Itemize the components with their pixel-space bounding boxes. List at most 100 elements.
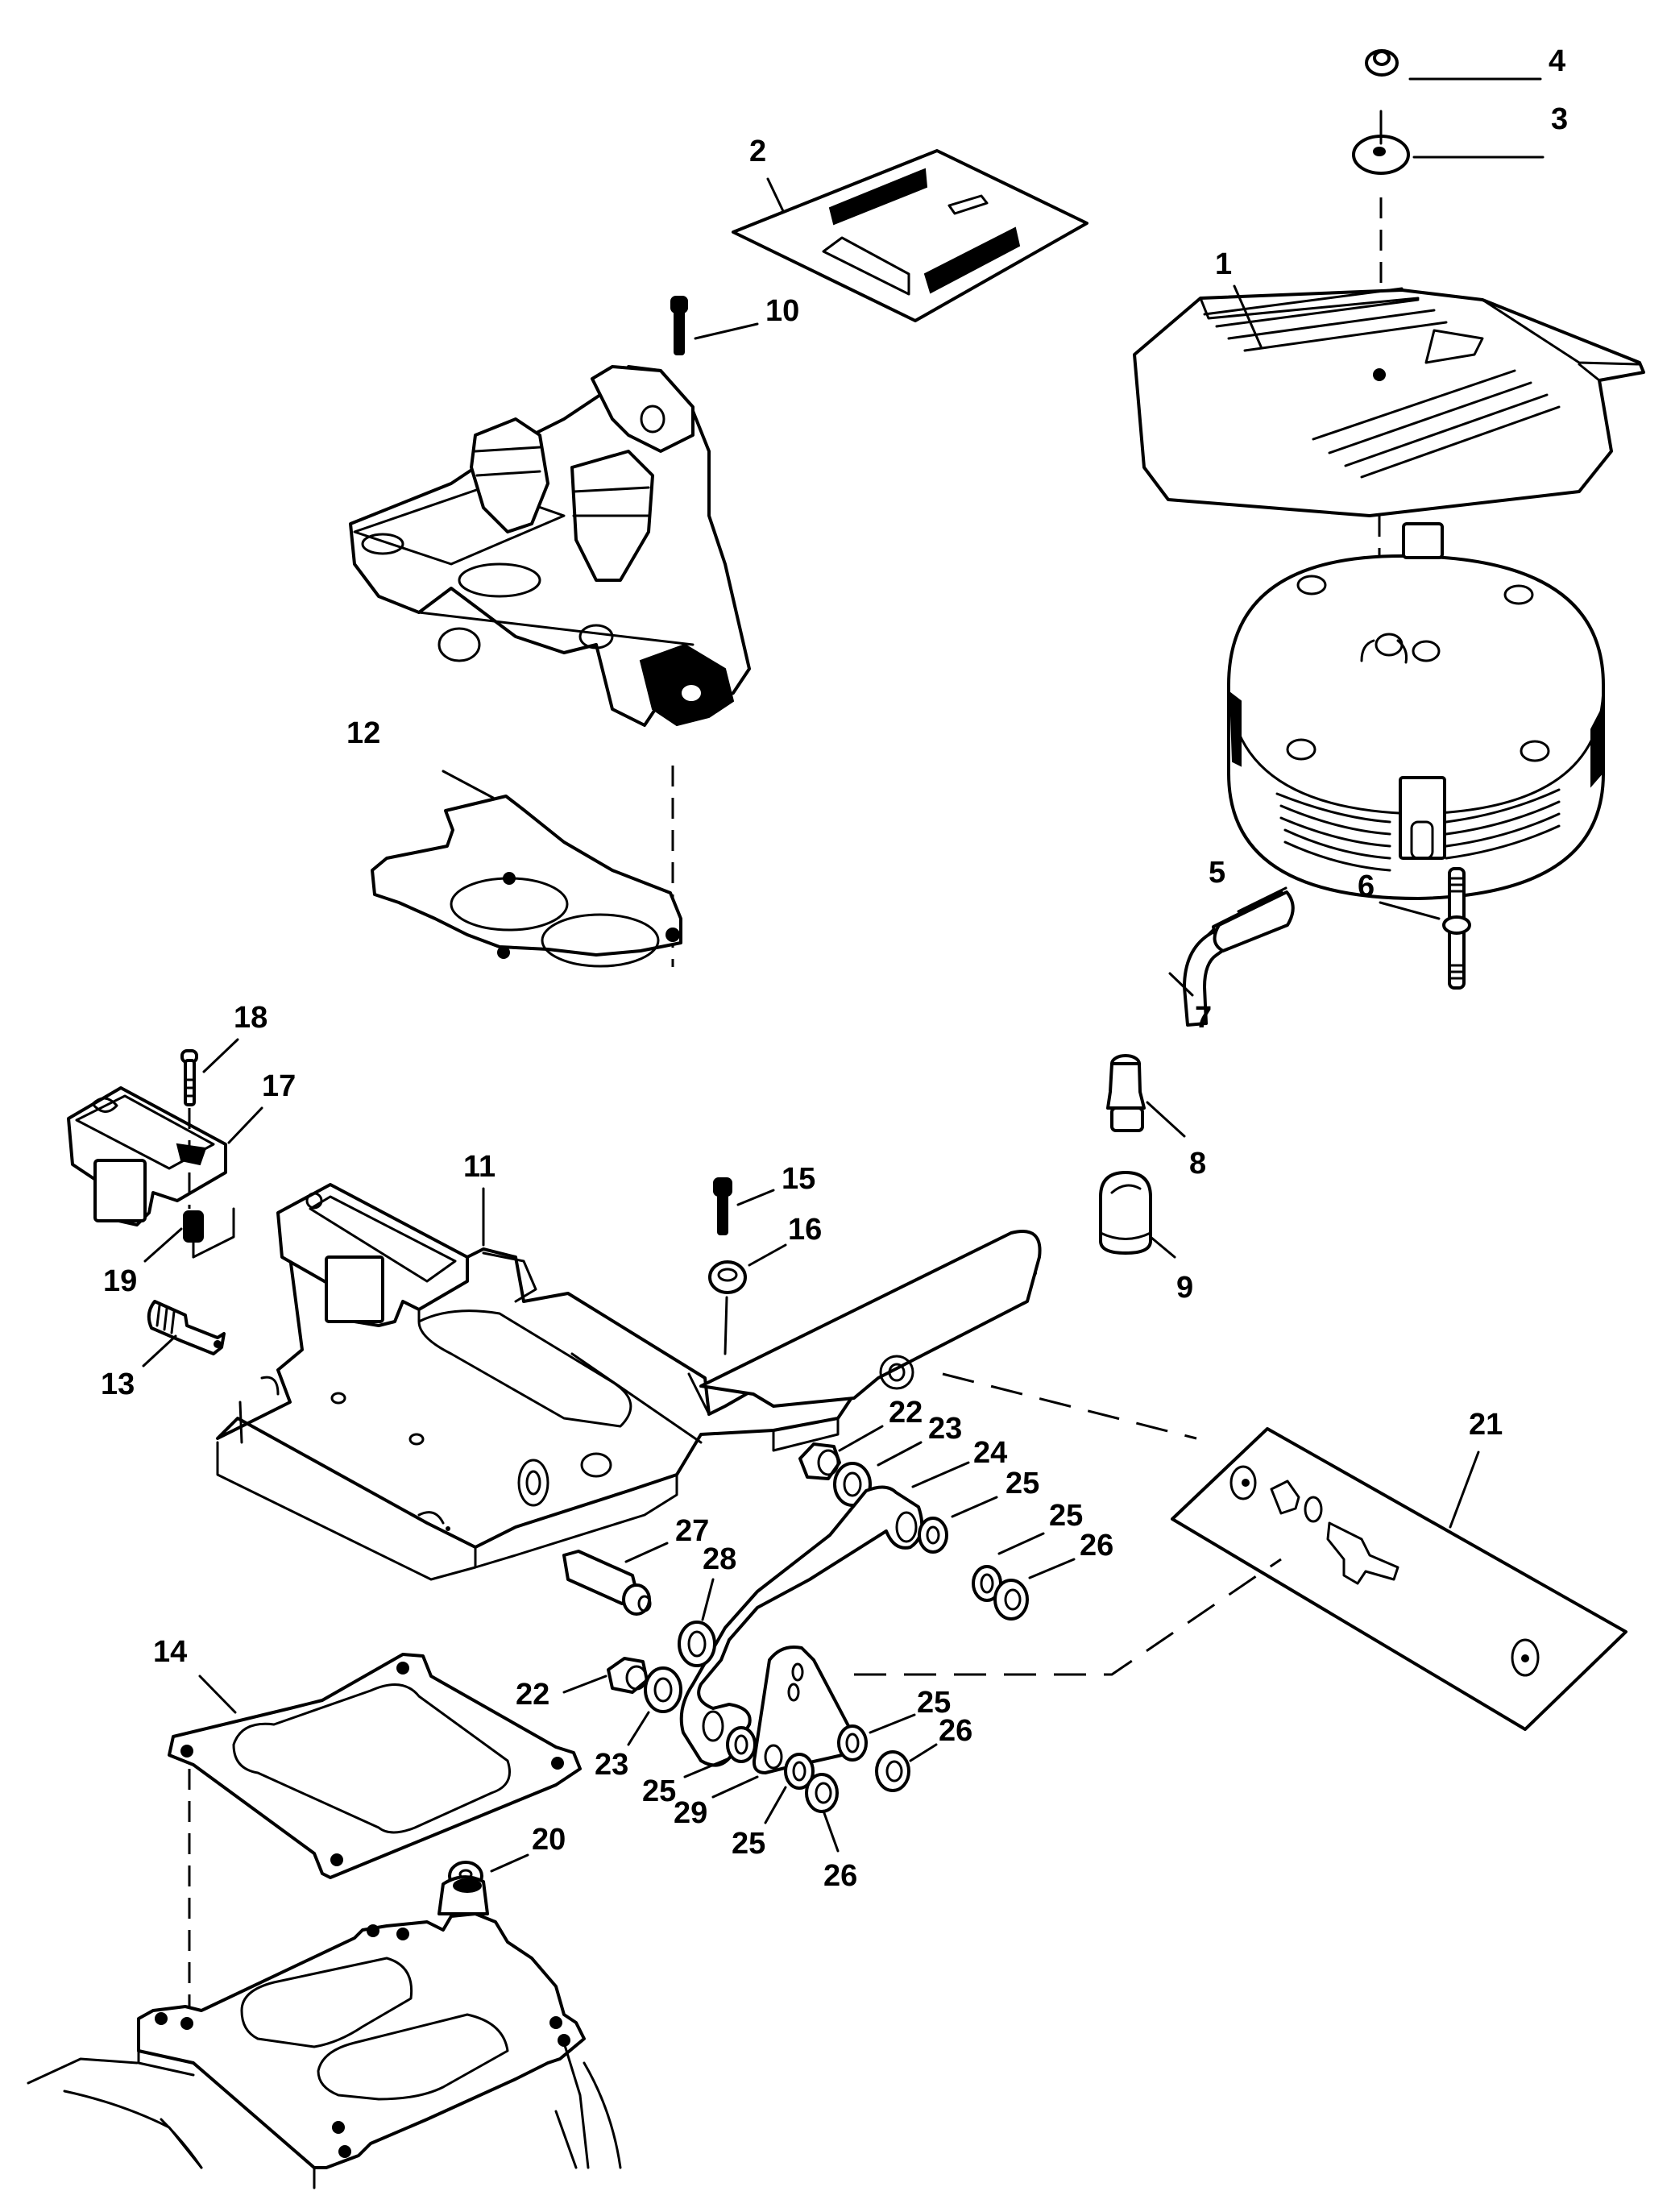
callout-23a[interactable]: 23	[928, 1412, 962, 1446]
kit-washer-icon	[1304, 1496, 1323, 1523]
sensor-icon[interactable]	[67, 1086, 227, 1226]
callout-26b[interactable]: 26	[823, 1859, 857, 1893]
leader-21	[1449, 1450, 1480, 1529]
hose-straight-icon[interactable]	[1213, 890, 1295, 952]
kit-nut-icon	[1229, 1465, 1257, 1500]
alignment-line-arm-kit	[942, 1372, 1197, 1440]
leader-16	[748, 1243, 787, 1267]
callout-21[interactable]: 21	[1469, 1408, 1503, 1442]
callout-16[interactable]: 16	[788, 1213, 822, 1247]
callout-9[interactable]: 9	[1176, 1271, 1193, 1305]
washer-icon[interactable]	[918, 1517, 948, 1554]
alignment-line-19	[192, 1207, 235, 1259]
callout-25d[interactable]: 25	[732, 1827, 765, 1861]
callout-3[interactable]: 3	[1551, 102, 1568, 136]
leader-20	[490, 1853, 529, 1873]
washer-icon[interactable]	[837, 1724, 868, 1762]
nut-icon[interactable]	[875, 1750, 910, 1792]
leader-17	[227, 1106, 263, 1144]
flame-arrestor-icon[interactable]	[1227, 522, 1605, 900]
nut-icon[interactable]	[607, 1657, 649, 1694]
callout-12[interactable]: 12	[346, 716, 380, 750]
callout-17[interactable]: 17	[262, 1069, 296, 1103]
callout-25a[interactable]: 25	[1006, 1467, 1039, 1500]
fitting-icon[interactable]	[1106, 1054, 1146, 1132]
callout-15[interactable]: 15	[782, 1162, 815, 1196]
leader-15	[736, 1189, 775, 1206]
callout-23b[interactable]: 23	[595, 1748, 628, 1782]
callout-11[interactable]: 11	[463, 1150, 495, 1184]
leader-25e	[869, 1713, 916, 1734]
callout-14[interactable]: 14	[153, 1635, 187, 1669]
leader-29	[711, 1775, 759, 1799]
washer-icon[interactable]	[784, 1753, 815, 1790]
washer-icon[interactable]	[678, 1621, 716, 1667]
leader-26b	[823, 1812, 840, 1853]
callout-5[interactable]: 5	[1209, 856, 1225, 890]
bushing-icon[interactable]	[644, 1666, 682, 1713]
callout-29[interactable]: 29	[674, 1796, 707, 1830]
callout-19[interactable]: 19	[103, 1264, 137, 1298]
callout-10[interactable]: 10	[765, 294, 799, 328]
nut-icon[interactable]	[805, 1773, 839, 1813]
callout-26a[interactable]: 26	[1080, 1529, 1113, 1563]
gasket-icon[interactable]	[371, 795, 682, 968]
leader-9	[1149, 1235, 1176, 1259]
callout-27[interactable]: 27	[675, 1514, 709, 1548]
callout-4[interactable]: 4	[1549, 44, 1565, 78]
callout-26c[interactable]: 26	[939, 1714, 972, 1748]
bolt-icon[interactable]	[670, 296, 688, 355]
callout-25c[interactable]: 25	[642, 1774, 676, 1808]
leader-27	[624, 1542, 669, 1563]
fitting-icon[interactable]	[147, 1300, 226, 1355]
lever-icon[interactable]	[679, 1485, 924, 1767]
adaptor-plate-icon[interactable]	[216, 1183, 1042, 1581]
callout-25b[interactable]: 25	[1049, 1499, 1083, 1533]
leader-26a	[1028, 1558, 1076, 1579]
gasket-icon[interactable]	[168, 1653, 582, 1879]
hardware-kit-icon[interactable]	[1171, 1427, 1627, 1731]
leader-10	[694, 322, 759, 340]
leader-25a	[951, 1496, 998, 1518]
leader-13	[142, 1334, 177, 1367]
callout-13[interactable]: 13	[101, 1367, 135, 1401]
callout-8[interactable]: 8	[1189, 1147, 1206, 1181]
leader-23a	[877, 1441, 923, 1467]
callout-24[interactable]: 24	[973, 1436, 1007, 1470]
callout-22b[interactable]: 22	[516, 1678, 549, 1712]
callout-6[interactable]: 6	[1358, 869, 1375, 903]
nut-icon[interactable]	[993, 1579, 1029, 1621]
leader-22b	[562, 1675, 607, 1694]
leader-12	[442, 770, 495, 799]
callout-2[interactable]: 2	[749, 135, 766, 168]
nut-icon[interactable]	[798, 1442, 841, 1480]
decal-icon[interactable]	[732, 149, 1088, 322]
leader-18	[202, 1038, 239, 1073]
leader-2	[766, 177, 785, 213]
intake-manifold-icon[interactable]	[27, 1875, 622, 2189]
leader-25d	[764, 1786, 787, 1824]
callout-22a[interactable]: 22	[889, 1396, 923, 1430]
cap-icon[interactable]	[1099, 1171, 1152, 1255]
callout-20[interactable]: 20	[532, 1823, 566, 1857]
spacer-icon[interactable]	[183, 1210, 204, 1259]
callout-18[interactable]: 18	[234, 1001, 267, 1035]
callout-7[interactable]: 7	[1195, 1001, 1212, 1035]
stud-icon[interactable]	[1442, 867, 1471, 990]
bolt-icon[interactable]	[713, 1177, 732, 1235]
nut-icon[interactable]	[1365, 49, 1399, 77]
callout-1[interactable]: 1	[1215, 247, 1232, 281]
leader-14	[198, 1675, 237, 1714]
washer-icon[interactable]	[708, 1260, 747, 1294]
stud-icon[interactable]	[562, 1550, 652, 1616]
washer-icon[interactable]	[726, 1726, 757, 1763]
flame-arrestor-cover-icon[interactable]	[1133, 287, 1645, 517]
leader-19	[143, 1227, 183, 1263]
callout-25e[interactable]: 25	[917, 1686, 951, 1720]
leader-25b	[997, 1532, 1045, 1555]
screw-icon[interactable]	[180, 1049, 198, 1106]
throttle-body-icon[interactable]	[349, 365, 751, 727]
kit-bushing-icon	[1270, 1480, 1300, 1515]
callout-28[interactable]: 28	[703, 1542, 736, 1576]
